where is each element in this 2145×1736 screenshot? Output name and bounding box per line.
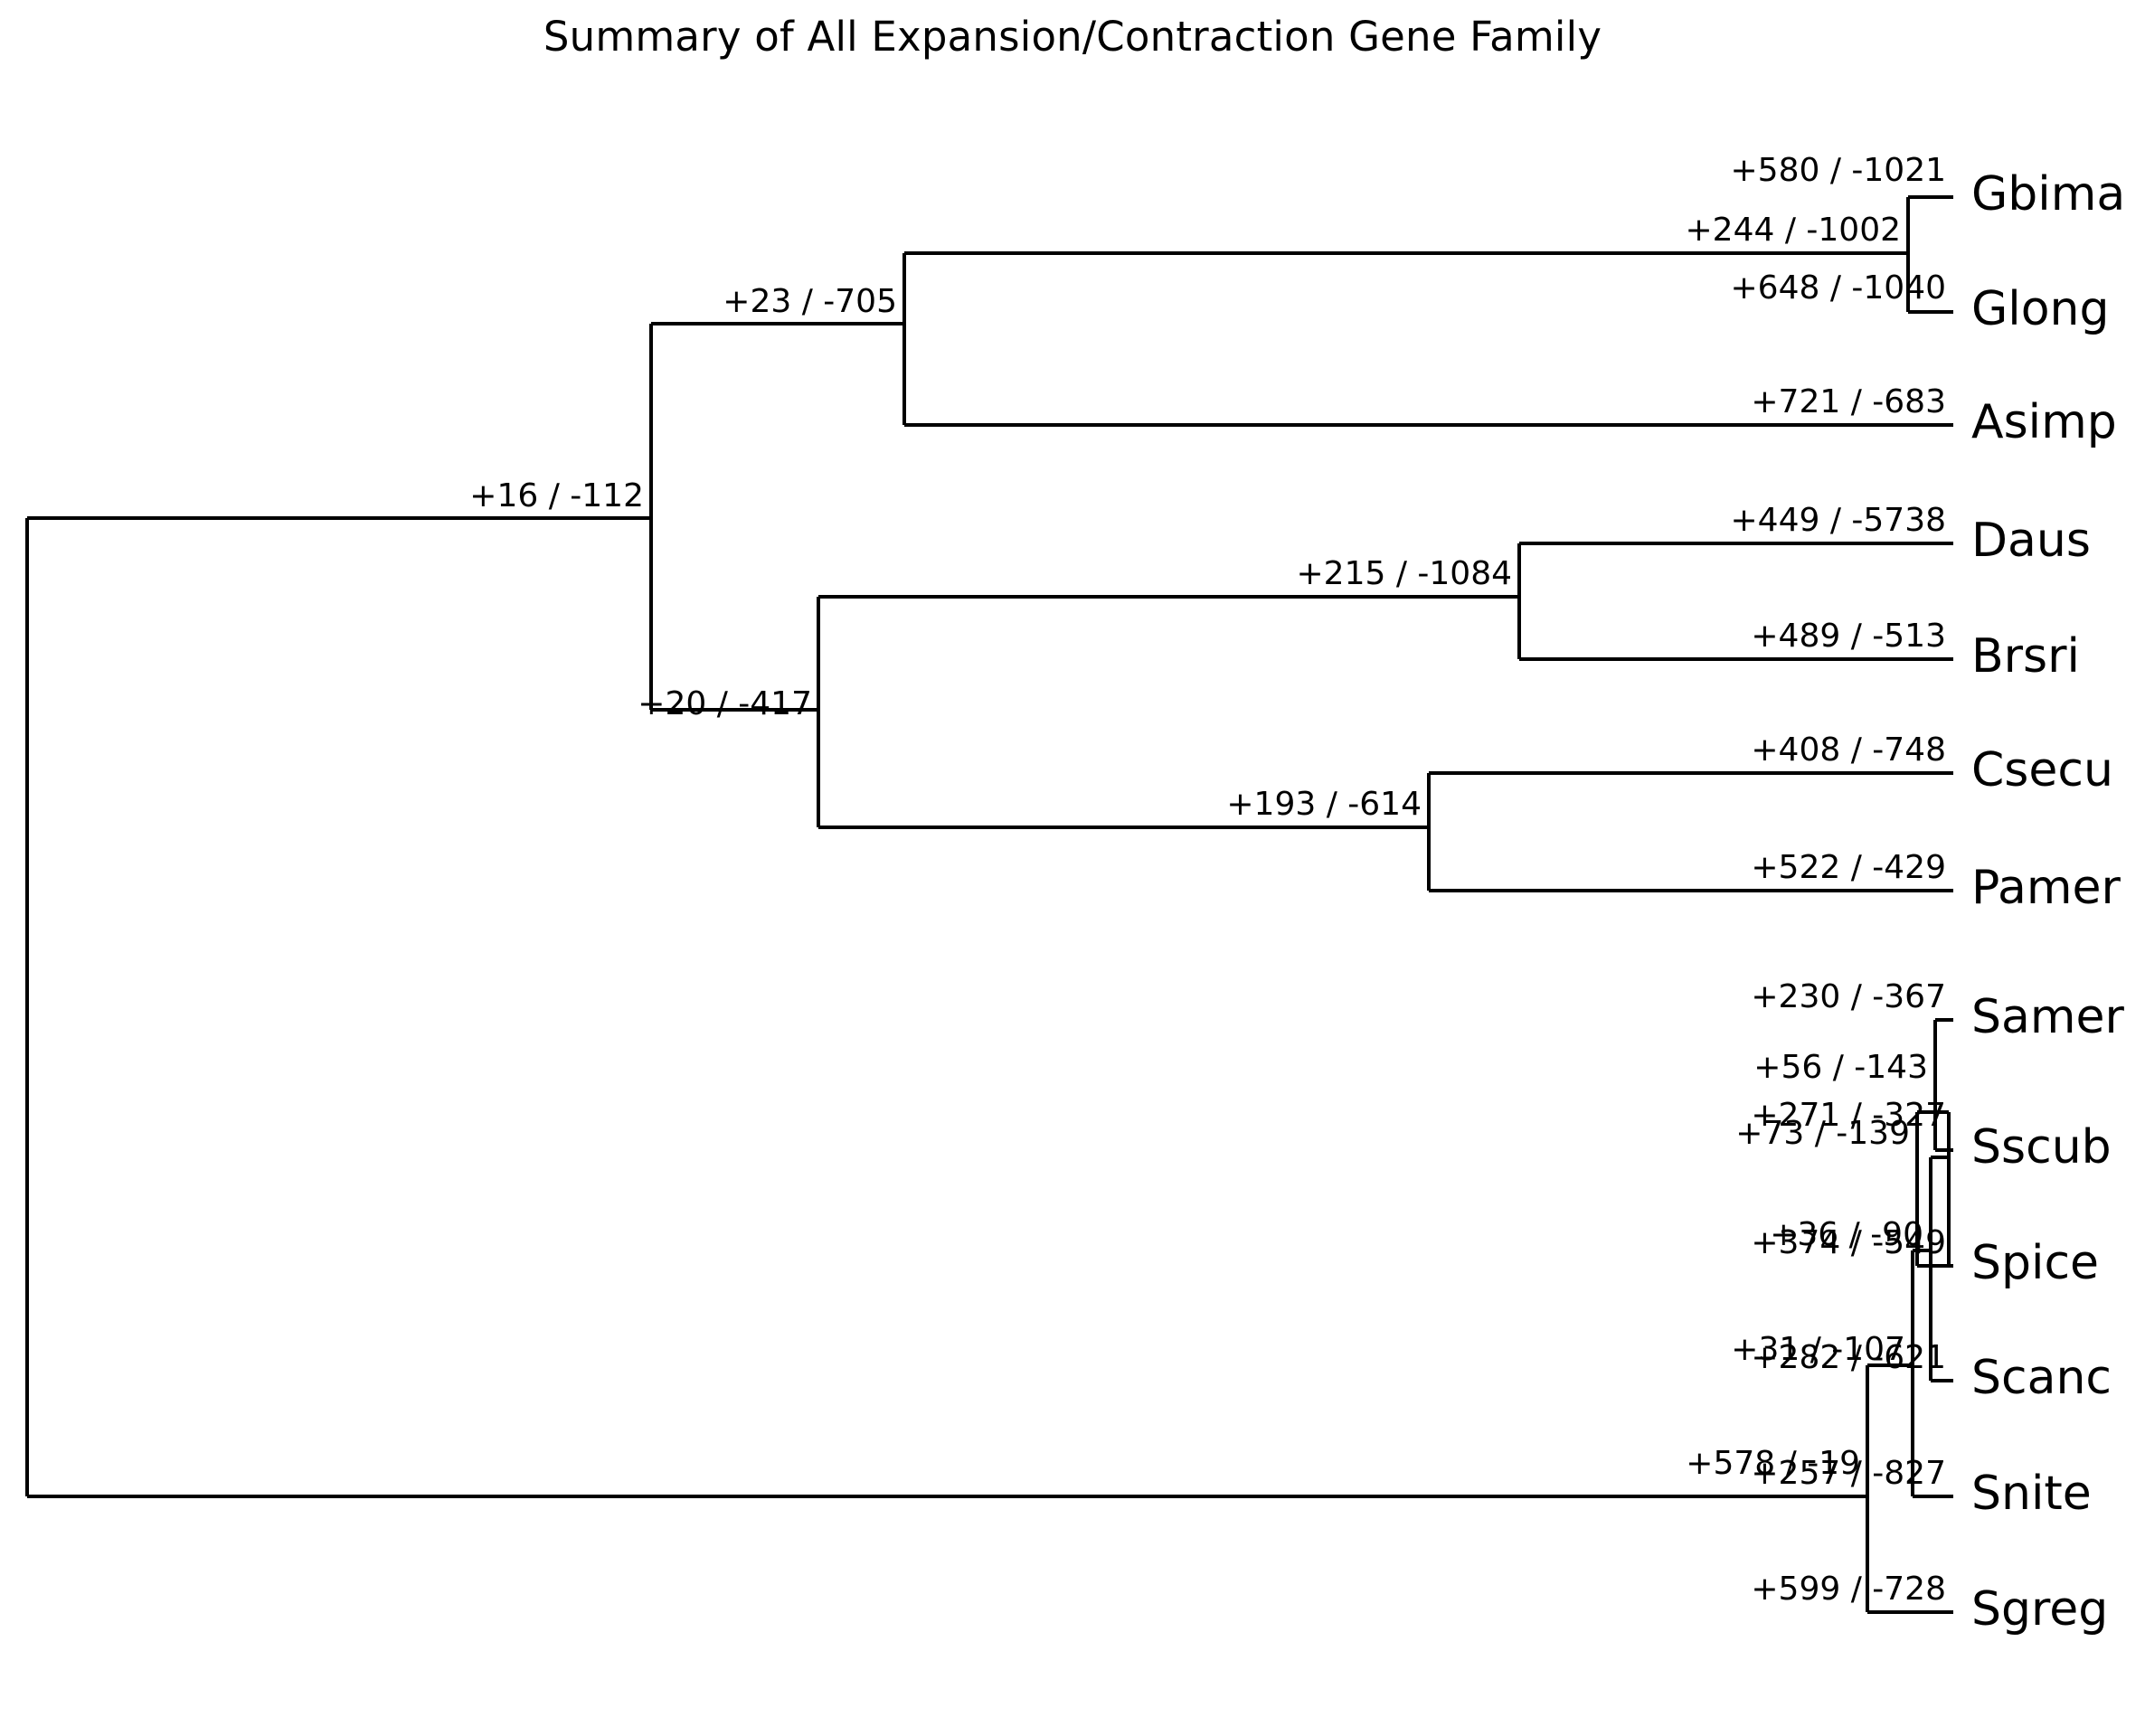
branch-samer-spice: [1915, 1110, 1953, 1268]
branch-root: [25, 516, 1867, 1498]
branch-label-scanc: +282 / -621: [1751, 1339, 1946, 1376]
branch-label-daus-pamer: +20 / -417: [638, 685, 812, 722]
branch-label-samer-sscub: +56 / -143: [1753, 1049, 1928, 1086]
branch-label-stenella: +578 / -19: [1686, 1445, 1860, 1482]
branch-daus-brsri-cherry: [1517, 542, 1953, 661]
branch-daus-pamer: [817, 595, 1519, 829]
branch-label-samer-spice: +73 / -139: [1735, 1115, 1910, 1152]
branch-upper-clade: [649, 322, 904, 712]
branch-label-brsri: +489 / -513: [1751, 618, 1946, 655]
branch-label-daus: +449 / -5738: [1731, 502, 1947, 539]
tip-label-scanc: Scanc: [1971, 1351, 2112, 1405]
branch-label-root-right: +16 / -112: [469, 477, 644, 514]
branch-label-gbima: +580 / -1021: [1731, 152, 1947, 189]
branch-label-csecu-pamer: +193 / -614: [1226, 786, 1422, 823]
branch-stenella-clade: [1866, 1363, 1953, 1614]
tip-label-brsri: Brsri: [1971, 629, 2080, 684]
tip-label-snite: Snite: [1971, 1467, 2092, 1521]
branch-label-daus-brsri: +215 / -1084: [1297, 555, 1513, 592]
tip-label-samer: Samer: [1971, 990, 2125, 1044]
tip-label-gbima: Gbima: [1971, 167, 2125, 222]
branch-samer-scanc: [1929, 1156, 1953, 1382]
tip-label-daus: Daus: [1971, 514, 2091, 568]
branch-label-snite: +257 / -827: [1751, 1455, 1946, 1492]
branch-gbima-glong-cherry: [1906, 195, 1953, 314]
branch-label-pamer: +522 / -429: [1751, 849, 1946, 886]
branch-label-sgreg: +599 / -728: [1751, 1571, 1946, 1608]
branch-label-gbima-glong: +244 / -1002: [1686, 212, 1902, 249]
branch-csecu-pamer-cherry: [1427, 771, 1953, 892]
tip-label-sgreg: Sgreg: [1971, 1582, 2108, 1637]
tip-label-glong: Glong: [1971, 282, 2110, 336]
tip-label-asimp: Asimp: [1971, 395, 2117, 449]
page-title: Summary of All Expansion/Contraction Gen…: [543, 13, 1602, 61]
branch-label-samer: +230 / -367: [1751, 978, 1946, 1015]
branch-label-samer-snite: +31 / -107: [1731, 1331, 1905, 1368]
branch-label-glong: +648 / -1040: [1731, 269, 1947, 307]
branch-label-spice: +374 / -549: [1751, 1224, 1946, 1261]
branch-label-samer-scanc: +36 / -90: [1770, 1216, 1923, 1253]
tip-label-sscub: Sscub: [1971, 1120, 2112, 1175]
tip-label-spice: Spice: [1971, 1236, 2099, 1290]
branch-label-csecu: +408 / -748: [1751, 731, 1946, 769]
tip-label-pamer: Pamer: [1971, 861, 2121, 915]
branch-samer-sscub-cherry: [1933, 1018, 1953, 1152]
branch-label-gbima-glong-asimp: +23 / -705: [723, 283, 897, 320]
branch-label-sscub: +271 / -327: [1751, 1097, 1946, 1134]
tip-label-csecu: Csecu: [1971, 743, 2113, 797]
branch-label-asimp: +721 / -683: [1751, 383, 1946, 420]
branch-gbima-glong-asimp: [902, 251, 1953, 427]
